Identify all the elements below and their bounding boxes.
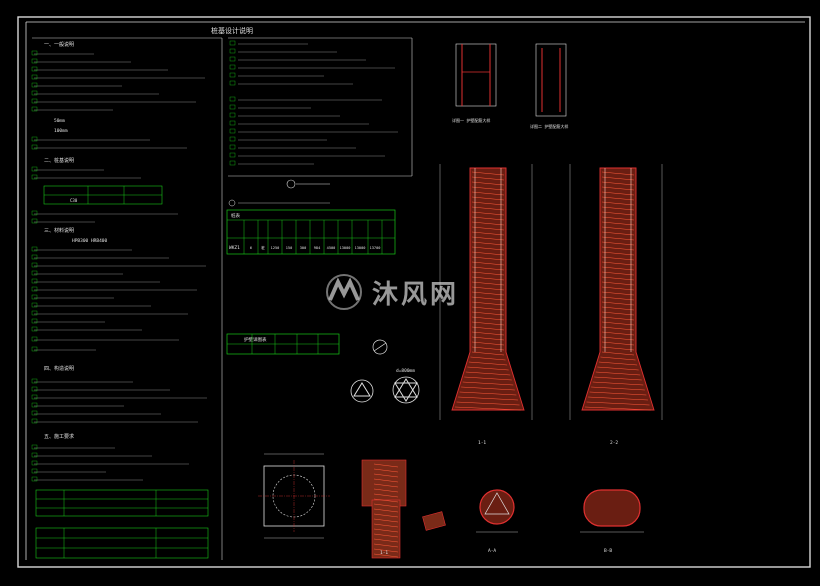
section-a: A-A (476, 489, 518, 554)
detail-2-title: 详图二 护壁配筋大样 (530, 123, 568, 129)
cover-value: 50mm (54, 118, 65, 124)
pile-table-cell: 300 (300, 246, 307, 250)
notes-column: 一、一般说明 二、桩基说明 三、材料说明 四、构造说明 五、施工要求 C30 H… (31, 37, 223, 560)
notes-heading-2: 二、桩基说明 (44, 157, 74, 164)
detail-table-caption: 护壁详图表 (244, 336, 267, 343)
section-a-label: A-A (488, 548, 496, 554)
pile-table-cell: 1250 (271, 246, 280, 250)
reference-table-1 (35, 489, 209, 517)
watermark: 沐风网 (324, 270, 504, 314)
steel-grade: HPB300 HRB400 (72, 238, 108, 244)
detail-table: 护壁详图表 (226, 333, 340, 355)
pile-name: WKZ1 (229, 245, 240, 251)
cap-section-label: 1-1 (380, 550, 388, 556)
detail-2: 详图二 护壁配筋大样 (530, 43, 568, 129)
pile-table-cell: 6 (250, 246, 252, 250)
pile-table-cell: 4500 (327, 246, 336, 250)
pile-elevation-1-label: 1-1 (478, 440, 486, 446)
outer-frame (17, 16, 811, 568)
marker-symbol (228, 179, 330, 207)
pile-table: 桩表 WKZ1 6 桩 1250 150 300 984 4500 13000 13000 137… (226, 209, 396, 255)
concrete-table: C30 (43, 185, 163, 205)
notes-heading-5: 五、施工要求 (44, 433, 74, 440)
section-b-label: B-B (604, 548, 612, 554)
sheet-title: 桩基设计说明 (211, 26, 253, 35)
notes-heading-3: 三、材料说明 (44, 227, 74, 234)
pile-table-cell: 13700 (370, 246, 381, 250)
pile-elevation-2-label: 2-2 (610, 440, 618, 446)
pile-table-cell: 桩 (261, 245, 265, 250)
reference-table-2 (35, 527, 209, 559)
pile-elevation-1: 1-1 (439, 164, 533, 446)
pile-elevation-2: 2-2 (569, 164, 663, 446)
pile-table-cell: 13000 (340, 246, 351, 250)
watermark-logo-icon (326, 274, 362, 310)
triangle-symbols: d=800mm (350, 339, 420, 404)
small-dimension: d=800mm (396, 368, 415, 374)
pile-table-cell: 150 (286, 246, 293, 250)
pile-table-cell: 13000 (355, 246, 366, 250)
cap-section: 1-1 (361, 459, 446, 559)
watermark-text: 沐风网 (372, 279, 460, 310)
section-b: B-B (580, 489, 644, 554)
pile-table-caption: 桩表 (231, 212, 240, 219)
pile-table-cell: 984 (314, 246, 321, 250)
notes-heading-4: 四、构造说明 (44, 365, 74, 372)
pile-cap-plan (258, 453, 330, 539)
notes-column-2 (228, 37, 413, 177)
notes-heading-1: 一、一般说明 (44, 41, 74, 48)
concrete-grade: C30 (70, 198, 78, 203)
clear-cover-value: 100mm (54, 128, 68, 134)
detail-1: 详图一 护壁配筋大样 (452, 43, 497, 123)
detail-1-title: 详图一 护壁配筋大样 (452, 117, 490, 123)
